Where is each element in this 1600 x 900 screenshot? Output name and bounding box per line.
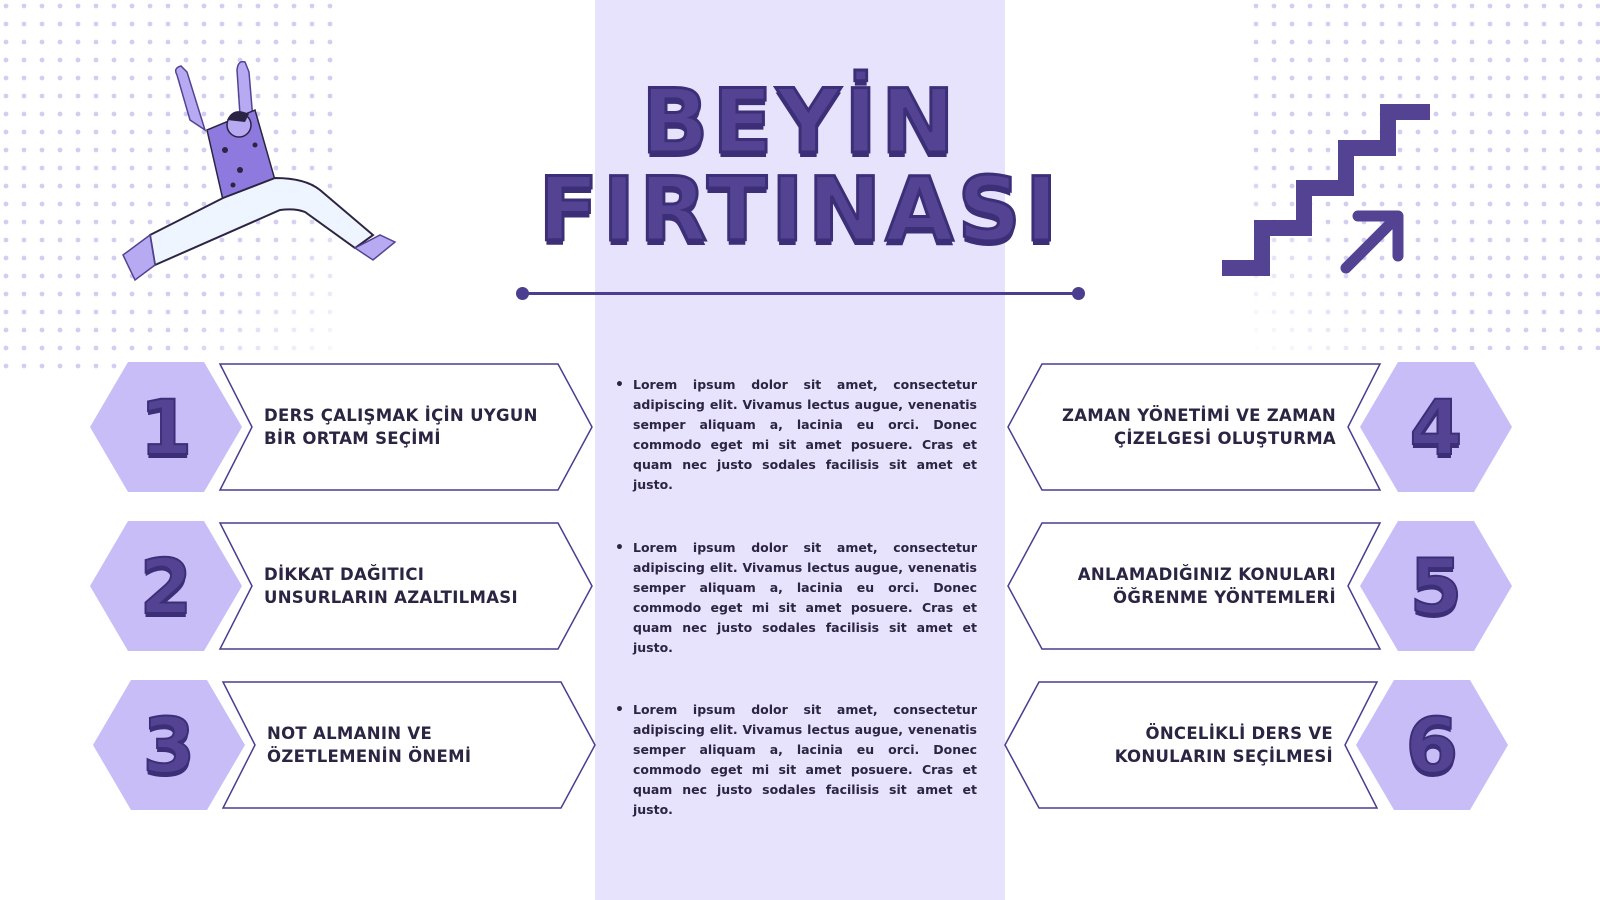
paragraph-1: • Lorem ipsum dolor sit amet, consectetu…: [615, 375, 977, 495]
step-3-number: 3: [142, 700, 197, 791]
step-1-label: DERS ÇALIŞMAK İÇİN UYGUN BİR ORTAM SEÇİM…: [264, 406, 538, 448]
step-2-number: 2: [139, 541, 194, 632]
step-6-number: 6: [1405, 700, 1460, 791]
jumping-person-illustration: [122, 60, 397, 282]
step-3-card: NOT ALMANIN VE ÖZETLEMENİN ÖNEMİ: [221, 680, 597, 810]
step-4-hexagon: 4: [1360, 362, 1512, 492]
bullet-icon: •: [615, 702, 624, 718]
paragraph-2-text: Lorem ipsum dolor sit amet, consectetur …: [633, 540, 977, 655]
bullet-icon: •: [615, 377, 624, 393]
divider-dot-right: [1072, 287, 1085, 300]
step-5-card: ANLAMADIĞINIZ KONULARI ÖĞRENME YÖNTEMLER…: [1006, 521, 1382, 651]
bullet-icon: •: [615, 540, 624, 556]
dot-pattern-top-right: [1250, 0, 1600, 350]
step-2-hexagon: 2: [90, 521, 242, 651]
step-6-card: ÖNCELİKLİ DERS VE KONULARIN SEÇİLMESİ: [1003, 680, 1379, 810]
step-6-label: ÖNCELİKLİ DERS VE KONULARIN SEÇİLMESİ: [1114, 724, 1333, 766]
step-1-card: DERS ÇALIŞMAK İÇİN UYGUN BİR ORTAM SEÇİM…: [218, 362, 594, 492]
step-3-label: NOT ALMANIN VE ÖZETLEMENİN ÖNEMİ: [267, 724, 472, 766]
step-5-label: ANLAMADIĞINIZ KONULARI ÖĞRENME YÖNTEMLER…: [1077, 565, 1336, 607]
step-6-hexagon: 6: [1356, 680, 1508, 810]
step-5-hexagon: 5: [1360, 521, 1512, 651]
step-2-label: DİKKAT DAĞITICI UNSURLARIN AZALTILMASI: [264, 565, 518, 607]
step-1-number: 1: [139, 382, 194, 473]
center-band: [595, 0, 1005, 900]
step-2-card: DİKKAT DAĞITICI UNSURLARIN AZALTILMASI: [218, 521, 594, 651]
step-3-hexagon: 3: [93, 680, 245, 810]
title-divider: [522, 292, 1080, 295]
step-4-label: ZAMAN YÖNETİMİ VE ZAMAN ÇİZELGESİ OLUŞTU…: [1061, 406, 1336, 448]
paragraph-1-text: Lorem ipsum dolor sit amet, consectetur …: [633, 377, 977, 492]
paragraph-2: • Lorem ipsum dolor sit amet, consectetu…: [615, 538, 977, 658]
paragraph-3: • Lorem ipsum dolor sit amet, consectetu…: [615, 700, 977, 820]
paragraph-3-text: Lorem ipsum dolor sit amet, consectetur …: [633, 702, 977, 817]
step-4-card: ZAMAN YÖNETİMİ VE ZAMAN ÇİZELGESİ OLUŞTU…: [1006, 362, 1382, 492]
divider-dot-left: [516, 287, 529, 300]
stairs-up-arrow-icon: [1222, 104, 1430, 276]
slide-title-line2: FIRTINASI: [537, 158, 1062, 261]
step-5-number: 5: [1409, 541, 1464, 632]
step-4-number: 4: [1409, 382, 1464, 473]
slide-title-line1: BEYİN: [640, 70, 959, 173]
